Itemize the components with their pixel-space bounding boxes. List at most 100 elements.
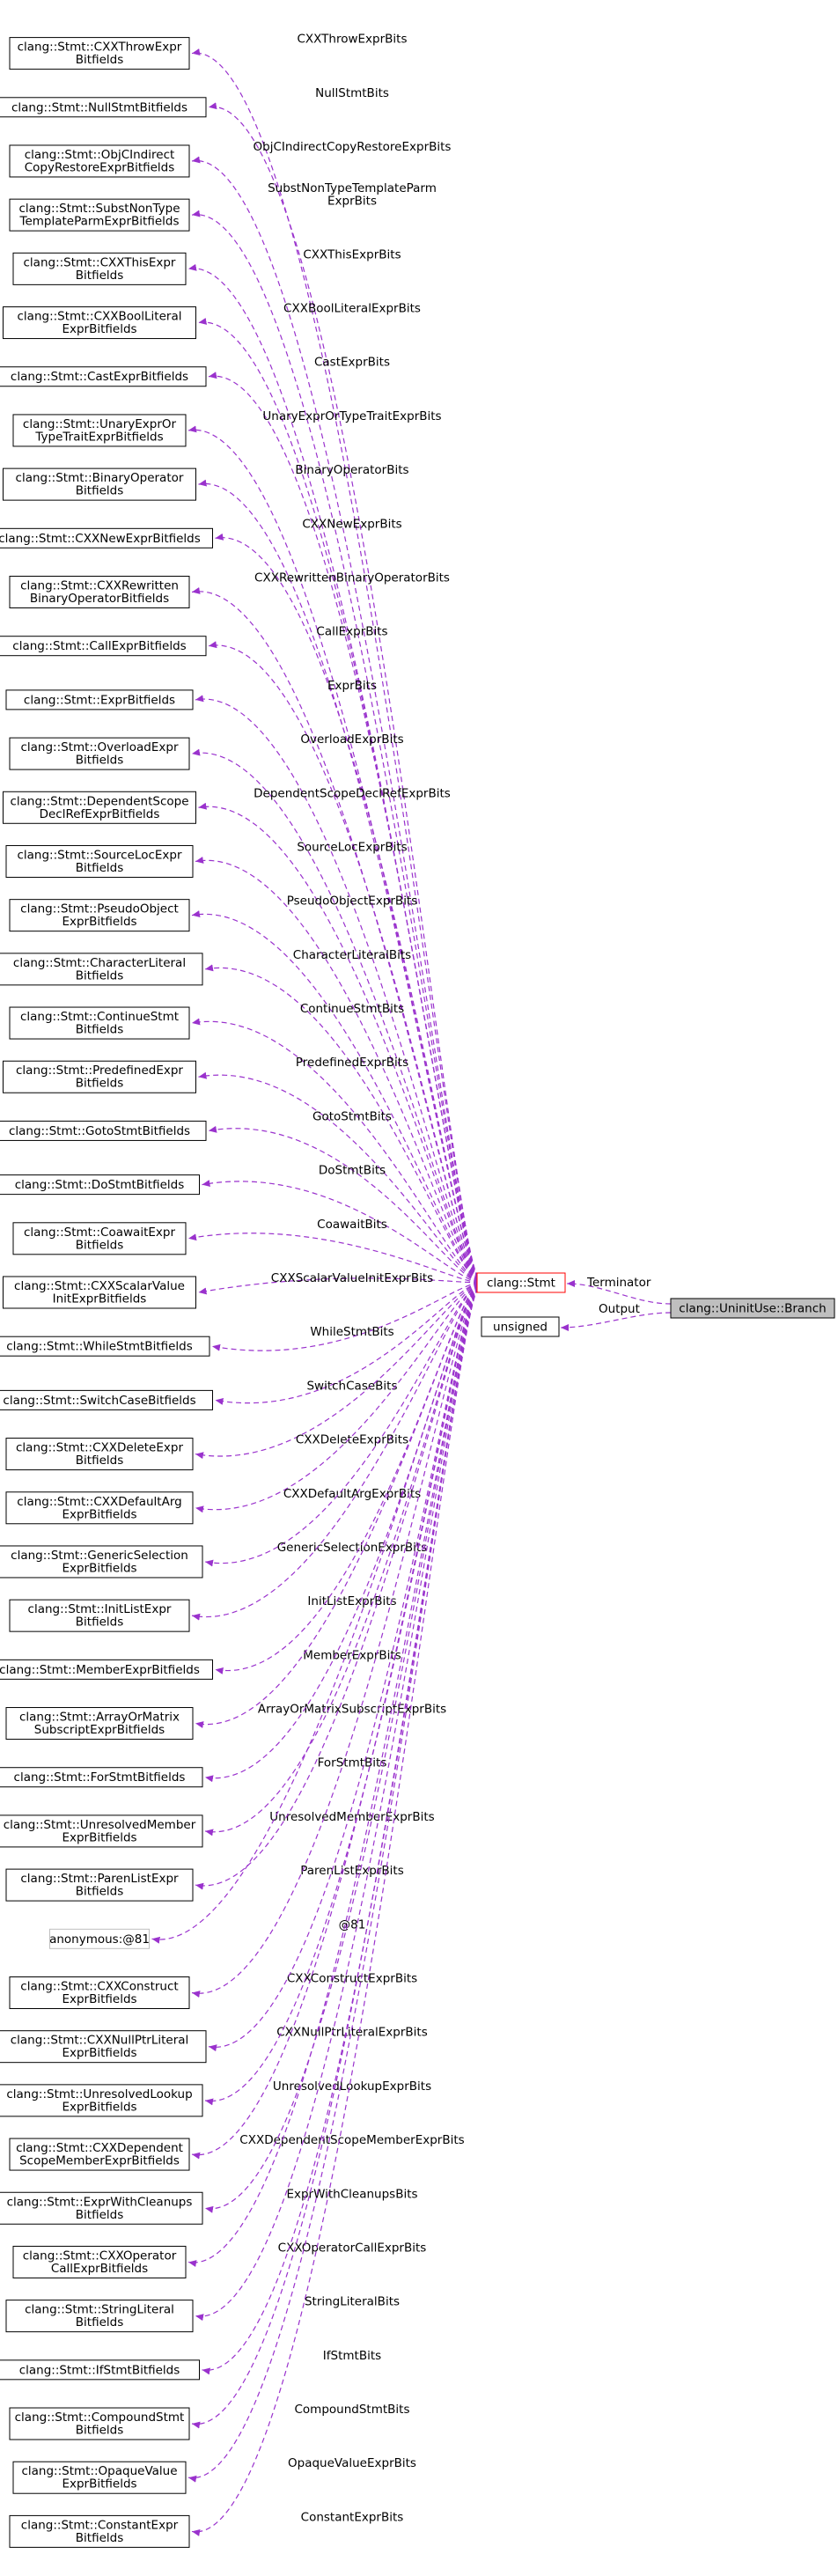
node-cxxscalarvalue-initexprbitfields[interactable]: clang::Stmt::CXXScalarValueInitExprBitfi… (3, 1276, 196, 1309)
node-label: clang::Stmt::ContinueStmt (20, 1010, 179, 1024)
node-castexprbitfields[interactable]: clang::Stmt::CastExprBitfields (0, 366, 207, 387)
node-box (0, 2030, 207, 2064)
node-label: BinaryOperatorBitfields (30, 592, 169, 606)
edge-overloadexpr-bitfields (191, 748, 480, 1281)
node-ifstmtbitfields[interactable]: clang::Stmt::IfStmtBitfields (0, 2359, 200, 2381)
edge-label-cxxthisexpr-bitfields: CXXThisExprBits (303, 247, 401, 261)
edge-label-characterliteral-bitfields: CharacterLiteralBits (293, 948, 411, 962)
edge-label-dostmtbitfields: DoStmtBits (319, 1164, 386, 1178)
node-label: clang::Stmt::CharacterLiteral (13, 956, 186, 970)
node-uninituse-branch[interactable]: clang::UninitUse::Branch (670, 1298, 835, 1319)
node-unsigned[interactable]: unsigned (481, 1316, 560, 1337)
edge-unresolvedmember-exprbitfields (204, 1284, 480, 1836)
node-unaryexpror-typetraitexprbitfields[interactable]: clang::Stmt::UnaryExprOrTypeTraitExprBit… (12, 414, 187, 447)
node-cxxnullptrliteral-exprbitfields[interactable]: clang::Stmt::CXXNullPtrLiteralExprBitfie… (0, 2030, 207, 2064)
edge-label-cxxscalarvalue-initexprbitfields: CXXScalarValueInitExprBits (271, 1271, 433, 1285)
node-clang-stmt[interactable]: clang::Stmt (476, 1272, 566, 1293)
node-cxxnewexprbitfields[interactable]: clang::Stmt::CXXNewExprBitfields (0, 527, 213, 548)
node-label: Bitfields (76, 1885, 123, 1899)
node-label: clang::Stmt::CallExprBitfields (12, 639, 186, 653)
node-box (0, 97, 207, 118)
node-label: Bitfields (76, 2531, 123, 2545)
node-forstmtbitfields[interactable]: clang::Stmt::ForStmtBitfields (0, 1767, 203, 1788)
node-label: ScopeMemberExprBitfields (19, 2154, 180, 2168)
node-dostmtbitfields[interactable]: clang::Stmt::DoStmtBitfields (0, 1174, 200, 1196)
node-substnontype-templateparmexprbitfields[interactable]: clang::Stmt::SubstNonTypeTemplateParmExp… (9, 198, 190, 232)
edge-label-stringliteral-bitfields: StringLiteralBits (305, 2295, 400, 2309)
edge-label-predefinedexpr-bitfields: PredefinedExprBits (296, 1056, 408, 1070)
node-cxxoperator-callexprbitfields[interactable]: clang::Stmt::CXXOperatorCallExprBitfield… (12, 2245, 187, 2278)
node-label: Bitfields (76, 1454, 123, 1468)
edge-label-arrayormatrix-subscriptexprbitfields: ArrayOrMatrixSubscriptExprBits (258, 1703, 446, 1717)
node-box (0, 1659, 213, 1680)
node-label: ExprBitfields (62, 2100, 136, 2114)
edge-label-exprbitfields: ExprBits (327, 679, 377, 693)
node-memberexprbitfields[interactable]: clang::Stmt::MemberExprBitfields (0, 1659, 213, 1680)
node-label: Bitfields (76, 269, 123, 283)
node-cxxdependent-scopememberexprbitfields[interactable]: clang::Stmt::CXXDependentScopeMemberExpr… (9, 2138, 190, 2171)
node-label: clang::Stmt::NullStmtBitfields (11, 100, 187, 114)
edge-label-cxxdeleteexpr-bitfields: CXXDeleteExprBits (296, 1433, 408, 1447)
node-whilestmtbitfields[interactable]: clang::Stmt::WhileStmtBitfields (0, 1336, 210, 1357)
node-label: clang::Stmt::ForStmtBitfields (14, 1770, 186, 1785)
node-box (670, 1298, 835, 1319)
node-box (9, 576, 190, 609)
edge-pseudoobject-exprbitfields (191, 910, 480, 1282)
node-label: Bitfields (76, 754, 123, 768)
node-dependentscope-declrefexprbitfields[interactable]: clang::Stmt::DependentScopeDeclRefExprBi… (3, 791, 196, 824)
node-unresolvedlookup-exprbitfields[interactable]: clang::Stmt::UnresolvedLookupExprBitfiel… (0, 2084, 203, 2117)
node-label: clang::Stmt::WhileStmtBitfields (6, 1340, 193, 1354)
node-unresolvedmember-exprbitfields[interactable]: clang::Stmt::UnresolvedMemberExprBitfiel… (0, 1814, 203, 1848)
node-switchcasebitfields[interactable]: clang::Stmt::SwitchCaseBitfields (0, 1389, 213, 1410)
node-label: clang::UninitUse::Branch (679, 1302, 826, 1316)
edge-label-cxxboolliteral-exprbitfields: CXXBoolLiteralExprBits (283, 302, 421, 316)
edge-gotostmtbitfields (208, 1125, 480, 1283)
node-nullstmtbitfields[interactable]: clang::Stmt::NullStmtBitfields (0, 97, 207, 118)
edge-label-anonymous-81: @81 (339, 1917, 366, 1932)
node-anonymous-81[interactable]: anonymous:@81 (49, 1928, 150, 1949)
node-box (0, 1545, 203, 1579)
node-callexprbitfields[interactable]: clang::Stmt::CallExprBitfields (0, 636, 207, 657)
node-box (9, 2514, 190, 2548)
node-box (3, 1060, 196, 1093)
node-binaryoperator-bitfields[interactable]: clang::Stmt::BinaryOperatorBitfields (3, 467, 196, 501)
node-box (0, 1767, 203, 1788)
edge-cxxconstruct-exprbitfields (191, 1285, 480, 1998)
edge-terminator (566, 1280, 672, 1305)
node-exprbitfields[interactable]: clang::Stmt::ExprBitfields (5, 689, 194, 710)
node-arrayormatrix-subscriptexprbitfields[interactable]: clang::Stmt::ArrayOrMatrixSubscriptExprB… (5, 1707, 194, 1741)
node-genericselection-exprbitfields[interactable]: clang::Stmt::GenericSelectionExprBitfiel… (0, 1545, 203, 1579)
node-box (0, 636, 207, 657)
edge-forstmtbitfields (204, 1284, 480, 1783)
node-objcindirect-copyrestoreexprbitfields[interactable]: clang::Stmt::ObjCIndirectCopyRestoreExpr… (9, 144, 190, 178)
node-cxxrewritten-binaryoperatorbitfields[interactable]: clang::Stmt::CXXRewrittenBinaryOperatorB… (9, 576, 190, 609)
edge-objcindirect-copyrestoreexprbitfields (191, 156, 480, 1278)
edge-label-whilestmtbitfields: WhileStmtBits (310, 1325, 393, 1339)
node-box (9, 2407, 190, 2440)
node-box (0, 1814, 203, 1848)
node-label: Bitfields (76, 968, 123, 983)
edge-label-genericselection-exprbitfields: GenericSelectionExprBits (277, 1541, 428, 1555)
node-gotostmtbitfields[interactable]: clang::Stmt::GotoStmtBitfields (0, 1120, 207, 1141)
